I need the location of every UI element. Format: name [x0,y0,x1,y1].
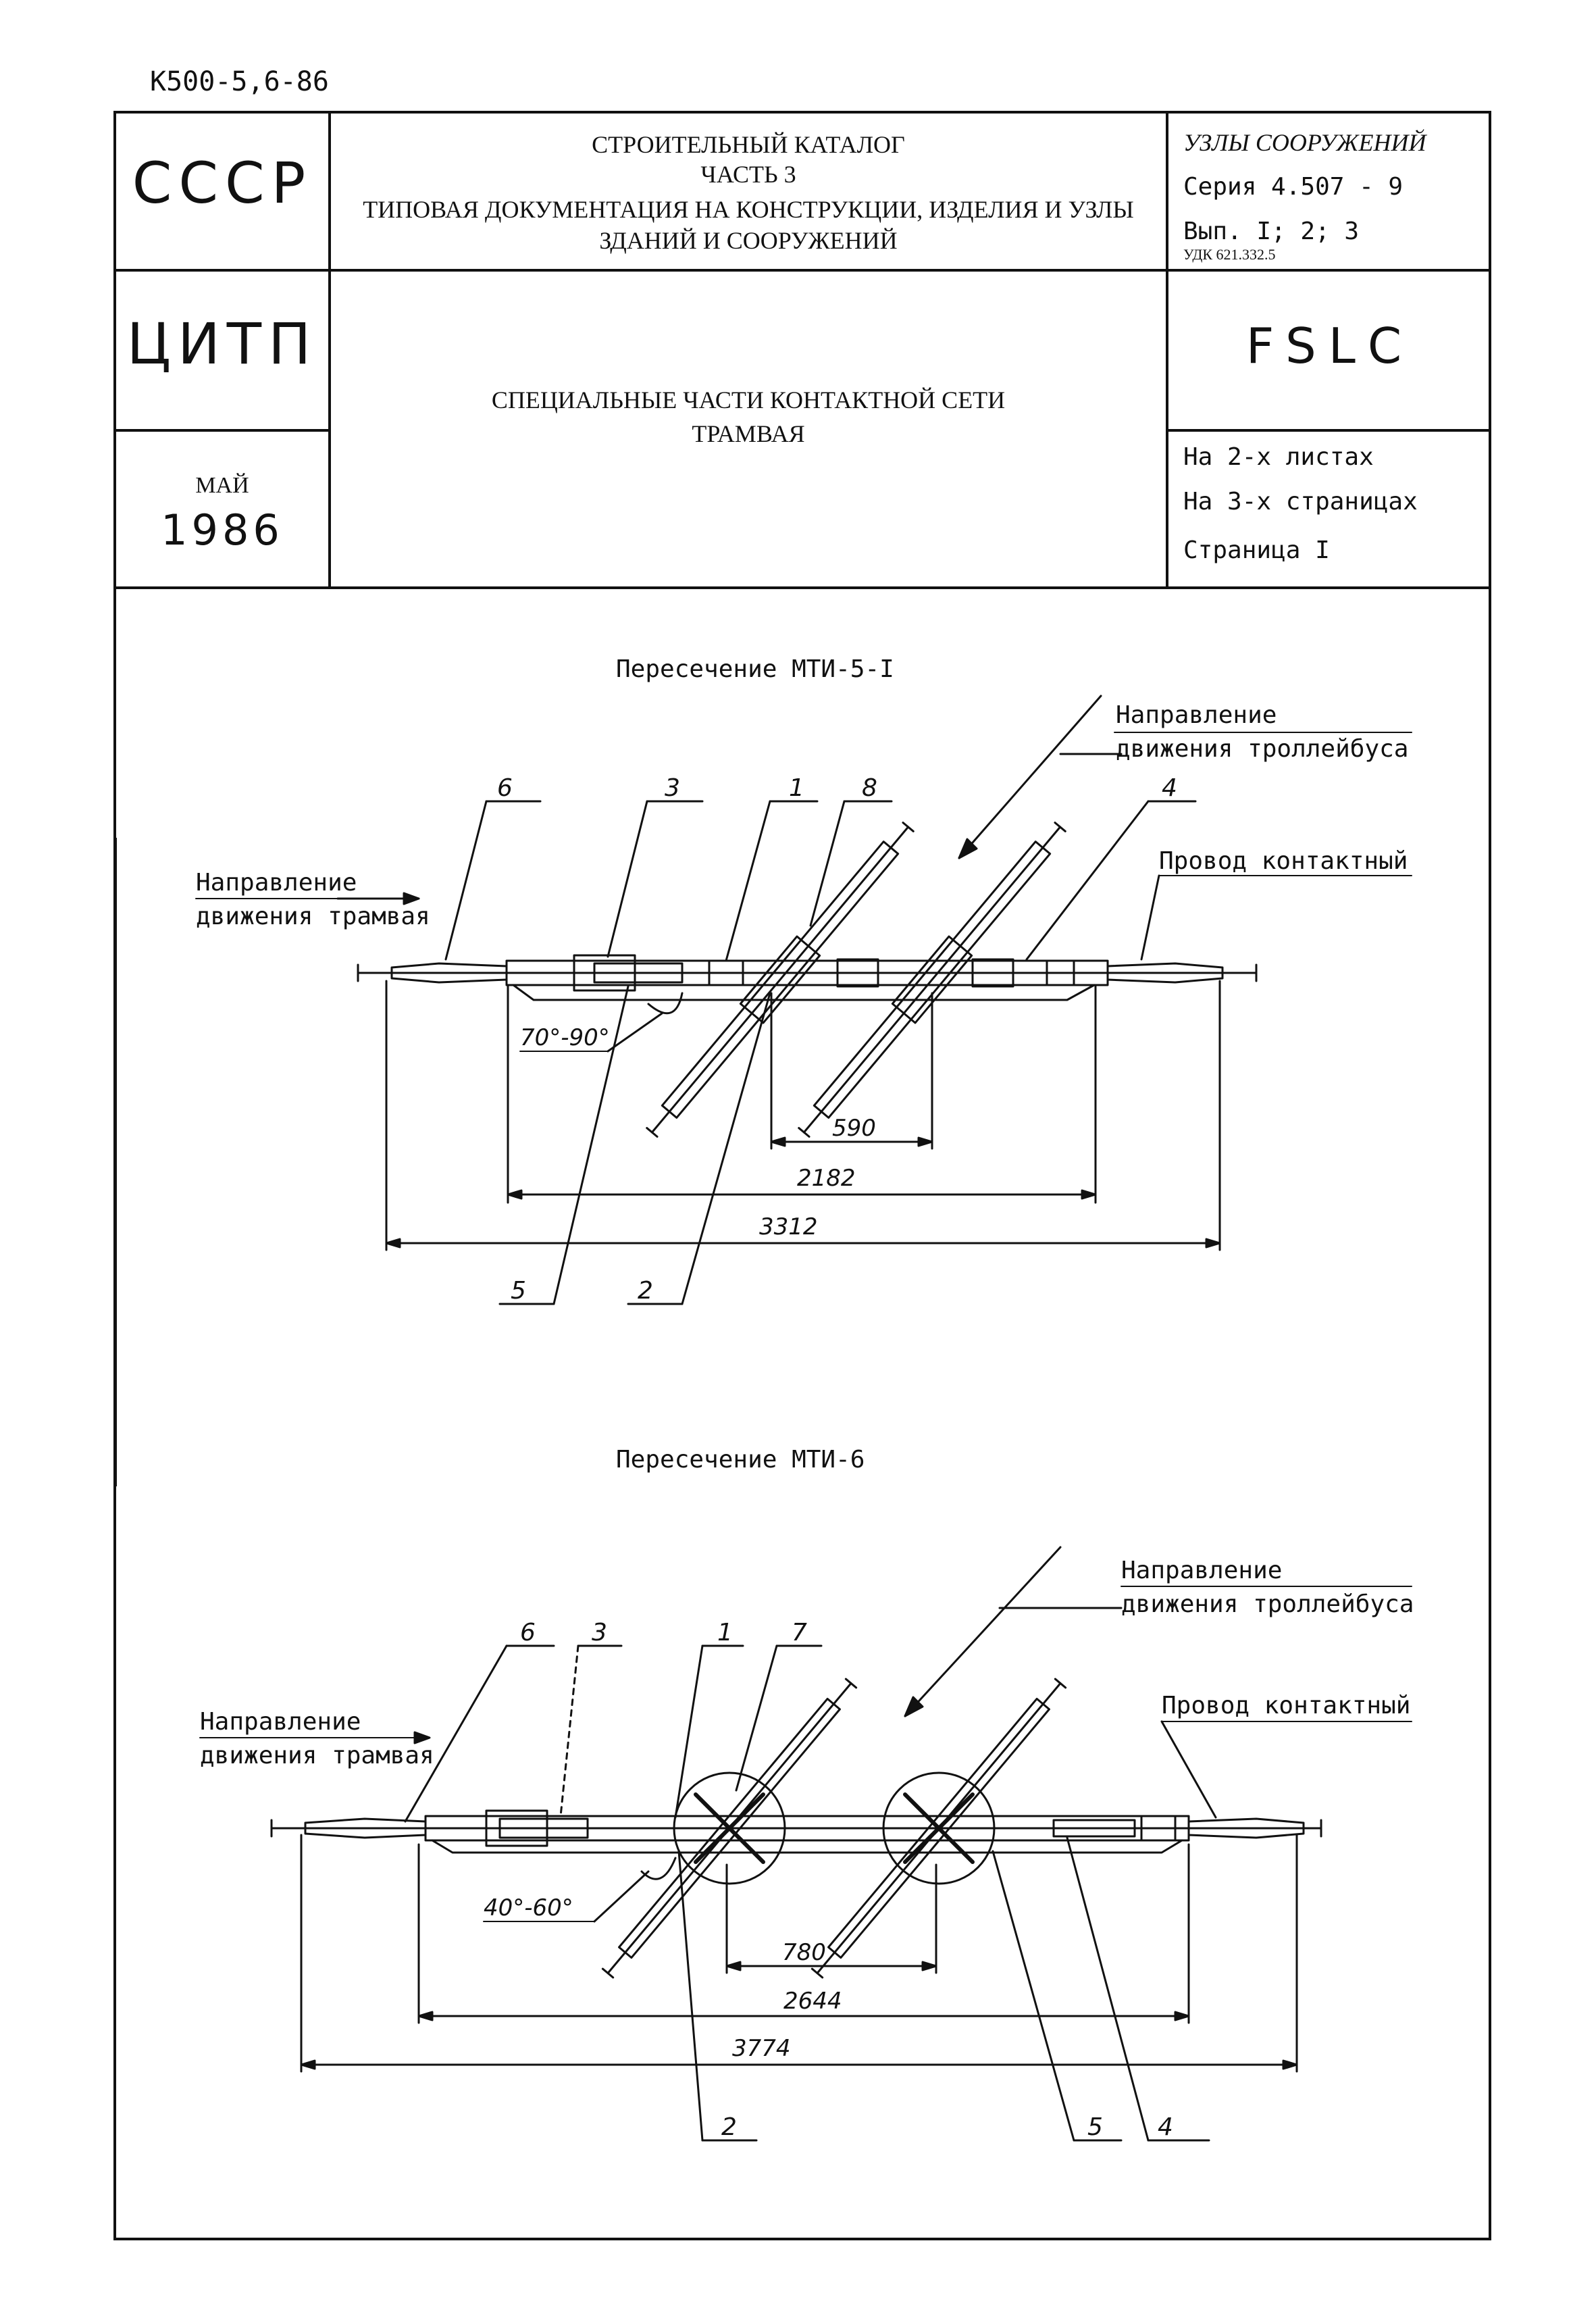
udk-code: УДК 621.332.5 [1183,246,1276,263]
section-name: УЗЛЫ СООРУЖЕНИЙ [1183,129,1426,156]
drawing1-trolleybus-direction: Направление [1116,701,1277,729]
doc-code: FSLC [1245,318,1414,374]
page-number: Страница I [1183,536,1330,564]
drawing1-dim-2182: 2182 [797,1165,856,1192]
drawing1-callout-6: 6 [497,774,513,802]
country-label: СССР [132,150,313,216]
drawing1-tram-direction-2: движения трамвая [196,903,430,930]
subject-title-2: ТРАМВАЯ [692,420,805,447]
catalog-description-2: ЗДАНИЙ И СООРУЖЕНИЙ [599,227,898,254]
series-number: Серия 4.507 - 9 [1183,173,1404,201]
drawing1-callout-3: 3 [665,774,680,802]
drawing2-tram-direction-2: движения трамвая [200,1742,434,1769]
drawing2-trolleybus-direction: Направление [1121,1557,1283,1584]
sheet-count: На 2-х листах [1183,443,1374,471]
catalog-part: ЧАСТЬ 3 [700,161,796,188]
title-col-divider-1 [328,111,331,589]
drawing2-angle: 40°-60° [484,1894,573,1921]
drawing1-callout-5: 5 [511,1277,526,1305]
title-row-divider-2 [113,429,331,432]
issue-numbers: Вып. I; 2; 3 [1183,218,1360,245]
drawing1-assembly [195,695,1412,1305]
drawing2-tram-direction: Направление [200,1708,361,1736]
drawing2-callout-6: 6 [520,1619,536,1646]
drawing2-callout-7: 7 [792,1619,807,1646]
drawing2-callout-4: 4 [1158,2113,1173,2141]
issue-year: 1986 [161,505,284,555]
agency-label: ЦИТП [126,311,318,377]
catalog-description: ТИПОВАЯ ДОКУМЕНТАЦИЯ НА КОНСТРУКЦИИ, ИЗД… [363,196,1134,223]
drawing2-callout-5: 5 [1087,2113,1103,2141]
document-code: К500-5,6-86 [150,66,329,97]
drawing2-callout-1: 1 [717,1619,733,1646]
title-row-divider-1 [113,269,1491,272]
drawing1-callout-2: 2 [638,1277,653,1305]
issue-month: МАЙ [195,473,249,498]
drawing1-callout-8: 8 [862,774,877,802]
drawing2-dim-2644: 2644 [783,1988,842,2015]
drawing1-dim-3312: 3312 [759,1213,818,1240]
drawing1-callout-4: 4 [1162,774,1177,802]
title-col-divider-2 [1166,111,1168,589]
title-block-bottom [113,586,1491,589]
drawing2-caption: Пересечение МТИ-6 [616,1446,865,1474]
drawing1-tram-direction: Направление [196,869,357,897]
drawing1-callout-1: 1 [789,774,804,802]
drawing2-dim-780: 780 [782,1939,826,1966]
drawing1-contact-wire: Провод контактный [1159,847,1408,875]
catalog-title: СТРОИТЕЛЬНЫЙ КАТАЛОГ [592,131,905,158]
drawing2-dim-3774: 3774 [732,2035,791,2062]
drawing2-assembly [199,1546,1412,2142]
drawing2-callout-3: 3 [592,1619,607,1646]
binding-mark [113,838,117,1486]
subject-title: СПЕЦИАЛЬНЫЕ ЧАСТИ КОНТАКТНОЙ СЕТИ [491,386,1006,413]
drawing2-contact-wire: Провод контактный [1162,1692,1411,1719]
page-count: На 3-х страницах [1183,488,1418,515]
drawing2-callout-2: 2 [721,2113,737,2141]
title-row-divider-3 [1168,429,1491,432]
drawing1-angle: 70°-90° [520,1024,610,1051]
drawing1-trolleybus-direction-2: движения троллейбуса [1116,735,1409,763]
drawing1-dim-590: 590 [832,1115,876,1142]
drawing1-caption: Пересечение МТИ-5-I [616,655,894,683]
drawing2-trolleybus-direction-2: движения троллейбуса [1121,1590,1414,1618]
